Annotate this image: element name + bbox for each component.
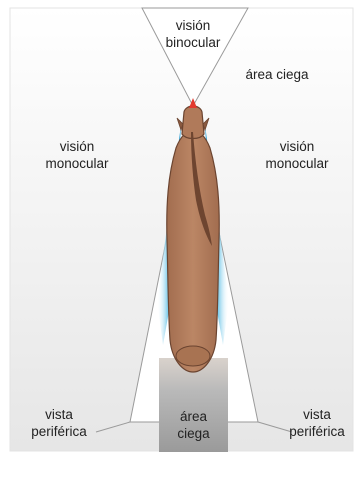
label-binocular-line1: visión xyxy=(150,17,236,34)
label-blind-rear: área ciega xyxy=(159,408,228,442)
label-peripheral-right: vista periférica xyxy=(280,406,354,440)
label-peripheral-left-line2: periférica xyxy=(22,423,96,440)
label-peripheral-left: vista periférica xyxy=(22,406,96,440)
label-peripheral-left-line1: vista xyxy=(22,406,96,423)
label-monocular-right: visión monocular xyxy=(254,138,340,172)
label-blind-rear-line2: ciega xyxy=(159,425,228,442)
label-monocular-left-line2: monocular xyxy=(34,155,120,172)
label-blind-top-text: área ciega xyxy=(232,66,322,83)
label-peripheral-right-line1: vista xyxy=(280,406,354,423)
horse-rump xyxy=(176,346,210,366)
label-monocular-right-line2: monocular xyxy=(254,155,340,172)
label-monocular-right-line1: visión xyxy=(254,138,340,155)
label-monocular-left-line1: visión xyxy=(34,138,120,155)
label-monocular-left: visión monocular xyxy=(34,138,120,172)
label-binocular-line2: binocular xyxy=(150,34,236,51)
label-blind-top: área ciega xyxy=(232,66,322,83)
label-peripheral-right-line2: periférica xyxy=(280,423,354,440)
label-blind-rear-line1: área xyxy=(159,408,228,425)
label-binocular: visión binocular xyxy=(150,17,236,51)
